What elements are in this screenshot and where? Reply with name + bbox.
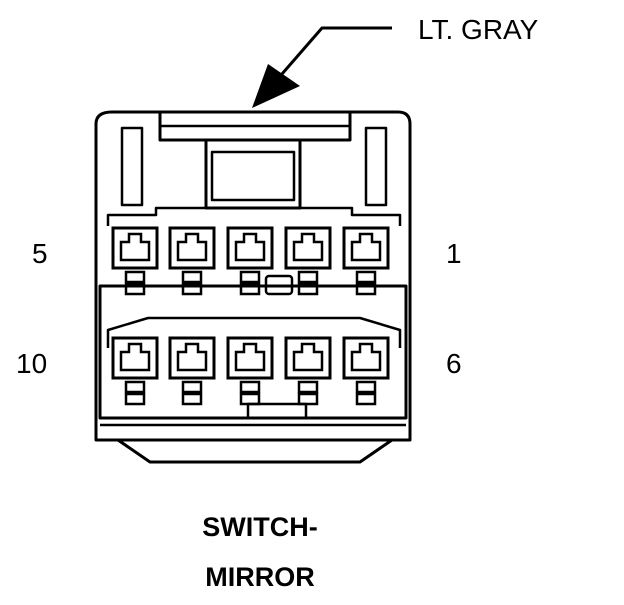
wire-color-label: LT. GRAY: [418, 14, 539, 45]
leader-arrow: [252, 26, 392, 108]
terminal-cavity-bottom-3: [226, 336, 274, 406]
latch-box-lower: [355, 392, 377, 406]
pin-label-bottom-left: 10: [16, 348, 48, 379]
terminal-cavity-top-2: [168, 226, 216, 296]
latch-box-upper: [297, 380, 319, 394]
latch-box-upper: [124, 270, 146, 284]
pin-label-top-left: 5: [32, 238, 48, 269]
terminal-shape: [234, 232, 266, 262]
cavity-outline: [111, 226, 159, 270]
terminal-shape: [119, 232, 151, 262]
terminal-shape: [292, 342, 324, 372]
connector-name-line2: MIRROR: [205, 562, 315, 592]
terminal-shape: [292, 232, 324, 262]
latch-box-lower: [297, 392, 319, 406]
latch-box-upper: [181, 270, 203, 284]
latch-box-lower: [239, 282, 261, 296]
terminal-cavity-bottom-4: [284, 336, 332, 406]
terminal-cavity-top-4: [284, 226, 332, 296]
terminal-shape: [350, 342, 382, 372]
cavity-outline: [168, 226, 216, 270]
cavity-outline: [342, 336, 390, 380]
cavity-outline: [284, 336, 332, 380]
pin-label-top-right: 1: [446, 238, 462, 269]
terminal-cavity-top-5: [342, 226, 390, 296]
terminal-shape: [176, 232, 208, 262]
cavity-outline: [342, 226, 390, 270]
cavity-outline: [111, 336, 159, 380]
cavity-outline: [168, 336, 216, 380]
latch-box-lower: [181, 392, 203, 406]
cavity-outline: [284, 226, 332, 270]
terminal-cavity-top-3: [226, 226, 274, 296]
connector-name-line1: SWITCH-: [202, 512, 318, 542]
cavity-outline: [226, 336, 274, 380]
terminal-shape: [176, 342, 208, 372]
latch-box-lower: [355, 282, 377, 296]
latch-box-upper: [181, 380, 203, 394]
terminal-cavity-top-1: [111, 226, 159, 296]
latch-box-upper: [297, 270, 319, 284]
terminal-cavities: [111, 226, 390, 406]
terminal-shape: [234, 342, 266, 372]
latch-box-lower: [124, 282, 146, 296]
terminal-cavity-bottom-2: [168, 336, 216, 406]
latch-box-upper: [239, 380, 261, 394]
latch-box-lower: [239, 392, 261, 406]
terminal-cavity-bottom-1: [111, 336, 159, 406]
latch-box-lower: [124, 392, 146, 406]
latch-box-upper: [355, 380, 377, 394]
latch-box-upper: [355, 270, 377, 284]
latch-box-upper: [124, 380, 146, 394]
connector-housing: [94, 110, 412, 464]
terminal-shape: [119, 342, 151, 372]
terminal-shape: [350, 232, 382, 262]
terminal-cavity-bottom-5: [342, 336, 390, 406]
latch-box-upper: [239, 270, 261, 284]
latch-box-lower: [181, 282, 203, 296]
cavity-outline: [226, 226, 274, 270]
center-key: [264, 274, 294, 296]
pin-label-bottom-right: 6: [446, 348, 462, 379]
latch-box-lower: [297, 282, 319, 296]
